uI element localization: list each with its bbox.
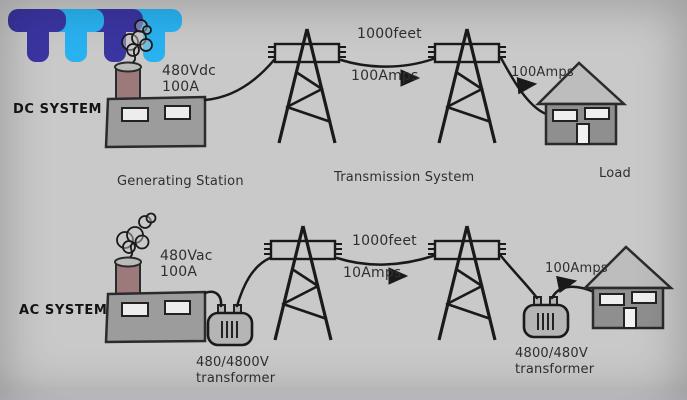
ac-load-arrow-right-icon <box>556 275 578 294</box>
ac-smoke-icon <box>116 212 157 258</box>
dc-power-lines <box>203 56 548 116</box>
dc-line-current: 100Amps <box>351 68 419 84</box>
current-arrows <box>388 69 578 294</box>
dc-delivered-current: 100Amps <box>511 65 574 80</box>
dc-source-current: 100A <box>162 79 200 95</box>
ac-load-house <box>583 245 673 330</box>
ac-source-current: 100A <box>160 264 198 280</box>
step-up-transformer <box>206 303 254 347</box>
logo-t1 <box>8 9 66 62</box>
transmission-system-caption: Transmission System <box>334 170 475 185</box>
dc-load-arrow-right-icon <box>516 76 538 95</box>
transmission-tower-3 <box>262 224 344 342</box>
step-down-transformer-word: transformer <box>515 362 595 377</box>
ac-power-lines <box>203 254 596 308</box>
dc-span-length: 1000feet <box>357 26 422 42</box>
brand-logo-icon <box>8 9 182 62</box>
transmission-tower-1 <box>266 27 348 145</box>
dc-source-voltage: 480Vdc <box>162 63 217 79</box>
ac-delivered-current: 100Amps <box>545 261 608 276</box>
step-up-transformer-rating: 480/4800V <box>196 355 269 370</box>
ac-span-length: 1000feet <box>352 233 417 249</box>
ac-system-label: AC SYSTEM <box>19 303 108 318</box>
step-up-transformer-word: transformer <box>196 371 276 386</box>
ac-source-voltage: 480Vac <box>160 248 213 264</box>
generating-station-caption: Generating Station <box>117 174 244 189</box>
dc-smoke-icon <box>121 19 153 63</box>
load-caption: Load <box>599 166 631 181</box>
dc-system-label: DC SYSTEM <box>13 102 103 117</box>
step-down-transformer <box>522 295 570 339</box>
transmission-tower-2 <box>426 27 508 145</box>
ac-line-current: 10Amps <box>343 265 402 281</box>
step-down-transformer-rating: 4800/480V <box>515 346 588 361</box>
transmission-tower-4 <box>426 224 508 342</box>
